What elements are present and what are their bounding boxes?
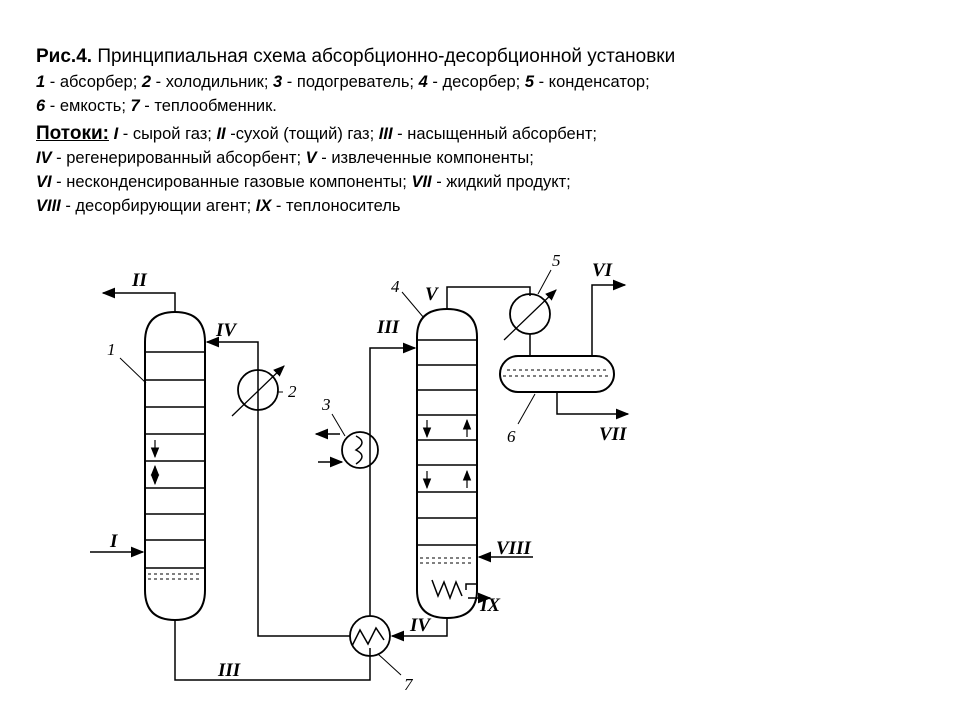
flow-lines-line: VIII - десорбирующии агент; IX - теплоно… <box>36 194 936 218</box>
legend-text: - холодильник; <box>151 73 274 91</box>
legend-key: 4 <box>418 73 428 91</box>
legend-text: - жидкий продукт; <box>431 173 571 191</box>
equipment-number-4: 4 <box>391 277 400 296</box>
stream-label-VI: VI <box>592 260 613 281</box>
legend-text: - насыщенный абсорбент; <box>392 125 597 143</box>
legend-key: VI <box>36 173 52 191</box>
legend-text: - теплоноситель <box>271 197 401 215</box>
equipment-number-1: 1 <box>107 340 116 359</box>
legend-text: -сухой (тощий) газ; <box>225 125 379 143</box>
legend-key: VIII <box>36 197 61 215</box>
receiver-vessel <box>499 355 615 393</box>
legend-key: IV <box>36 149 52 167</box>
legend-text: - извлеченные компоненты; <box>316 149 534 167</box>
stream-label-VII: VII <box>599 424 627 445</box>
equipment-number-7: 7 <box>404 675 414 694</box>
stream-label-III-top: III <box>376 317 400 338</box>
legend-text: - регенерированный абсорбент; <box>51 149 306 167</box>
condenser <box>503 289 557 341</box>
legend-text: - подогреватель; <box>282 73 419 91</box>
stream-label-I: I <box>109 531 118 552</box>
equipment-number-3: 3 <box>321 395 331 414</box>
flow-lines-line: Потоки: I - сырой газ; II -сухой (тощий)… <box>36 122 936 146</box>
legend-text: - десорбер; <box>427 73 525 91</box>
stream-label-IX: IX <box>479 595 501 616</box>
stream-label-IV-bottom: IV <box>409 615 431 636</box>
legend-text: - десорбирующии агент; <box>60 197 256 215</box>
stream-label-III-bottom: III <box>217 660 241 681</box>
legend-text: - конденсатор; <box>534 73 650 91</box>
equipment-number-5: 5 <box>552 251 561 270</box>
legend-text: - сырой газ; <box>118 125 217 143</box>
flow-lines-line: IV - регенерированный абсорбент; V - изв… <box>36 146 936 170</box>
stream-label-V: V <box>425 284 439 305</box>
caption-title-prefix: Рис.4. <box>36 46 93 67</box>
legend-key: V <box>305 149 317 167</box>
legend-text: - емкость; <box>45 97 131 115</box>
legend-lines-line: 1 - абсорбер; 2 - холодильник; 3 - подог… <box>36 70 936 94</box>
legend-key: III <box>378 125 393 143</box>
legend-key: 7 <box>130 97 140 115</box>
caption-title-text: Принципиальная схема абсорбционно-десорб… <box>92 46 676 67</box>
equipment-legend: 1 - абсорбер; 2 - холодильник; 3 - подог… <box>36 70 936 118</box>
cooler <box>231 365 285 417</box>
legend-text: - теплообменник. <box>139 97 277 115</box>
caption-title: Рис.4. Принципиальная схема абсорбционно… <box>36 44 936 70</box>
legend-key: 1 <box>36 73 46 91</box>
flow-lines-line: VI - несконденсированные газовые компоне… <box>36 170 936 194</box>
legend-text: - несконденсированные газовые компоненты… <box>51 173 412 191</box>
legend-key: 5 <box>524 73 535 91</box>
legend-key: 3 <box>273 73 283 91</box>
equipment-number-6: 6 <box>507 427 516 446</box>
legend-key: VII <box>411 173 432 191</box>
legend-key: I <box>113 125 119 143</box>
figure-caption: Рис.4. Принципиальная схема абсорбционно… <box>36 44 936 218</box>
stream-label-IV-top: IV <box>215 320 237 341</box>
legend-key: IX <box>255 197 272 215</box>
heater <box>341 431 379 469</box>
legend-key: II <box>216 125 226 143</box>
stream-label-II: II <box>131 270 147 291</box>
flows-label: Потоки: <box>36 123 109 144</box>
legend-key: 6 <box>36 97 46 115</box>
desorber-column <box>416 307 478 620</box>
equipment-number-2: 2 <box>288 382 297 401</box>
legend-lines-line: 6 - емкость; 7 - теплообменник. <box>36 94 936 118</box>
stream-label-VIII: VIII <box>496 538 531 559</box>
flows-legend: Потоки: I - сырой газ; II -сухой (тощий)… <box>36 122 936 218</box>
absorber-column <box>144 310 206 622</box>
legend-key: 2 <box>141 73 152 91</box>
legend-text: - абсорбер; <box>45 73 142 91</box>
